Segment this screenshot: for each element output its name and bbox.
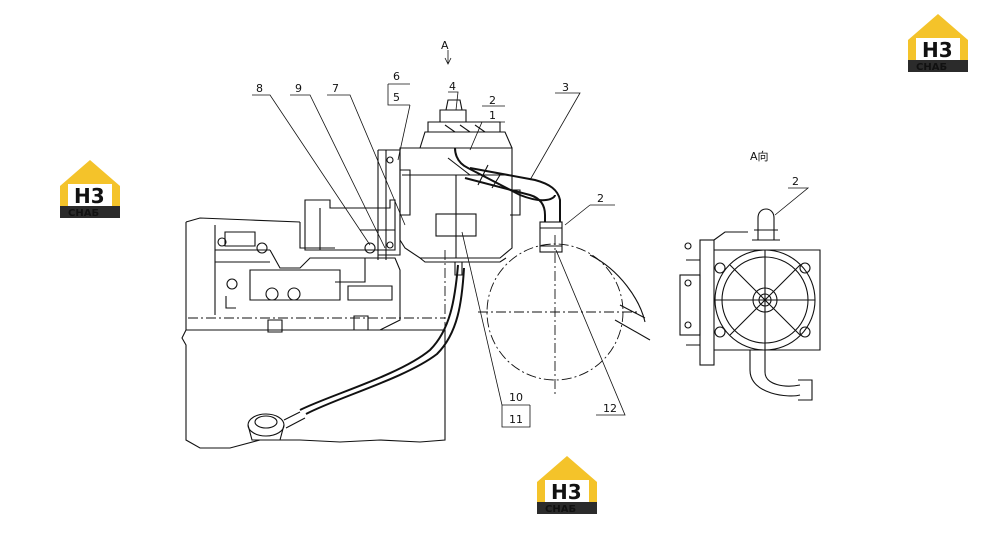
watermark-brand: СНАБ <box>545 504 576 515</box>
watermark-mark: H3 <box>922 38 953 62</box>
callout-leaders <box>252 50 810 428</box>
callout-10: 10 <box>509 391 523 404</box>
callout-labels: A 8 9 7 6 5 4 2 1 3 2 10 11 12 A向 2 <box>256 39 799 426</box>
callout-12: 12 <box>603 402 617 415</box>
callout-1: 1 <box>489 109 496 122</box>
flywheel-outline <box>478 235 651 395</box>
callout-4: 4 <box>449 80 456 93</box>
a-view <box>679 208 821 401</box>
callout-9: 9 <box>295 82 302 95</box>
watermark-mark: H3 <box>551 480 582 504</box>
side-view-label: A向 <box>750 149 769 163</box>
view-arrow-label: A <box>441 39 449 52</box>
callout-3: 3 <box>562 81 569 94</box>
mounting-bracket <box>304 149 411 260</box>
watermark-bottom: H3 СНАБ <box>537 456 597 515</box>
callout-2-middle: 2 <box>597 192 604 205</box>
filter-housing <box>399 99 521 276</box>
callout-8: 8 <box>256 82 263 95</box>
engine-block <box>181 217 446 449</box>
watermark-brand: СНАБ <box>68 208 99 219</box>
callout-5: 5 <box>393 91 400 104</box>
watermark-brand: СНАБ <box>916 62 947 73</box>
callout-2-a-view: 2 <box>792 175 799 188</box>
callout-2-top: 2 <box>489 94 496 107</box>
oil-line <box>247 264 465 441</box>
watermark-top-right: H3 СНАБ <box>908 14 968 73</box>
callout-6: 6 <box>393 70 400 83</box>
watermark-mark: H3 <box>74 184 105 208</box>
watermark-left: H3 СНАБ <box>60 160 120 219</box>
intake-pipe <box>447 147 563 253</box>
callout-7: 7 <box>332 82 339 95</box>
callout-11: 11 <box>509 413 523 426</box>
